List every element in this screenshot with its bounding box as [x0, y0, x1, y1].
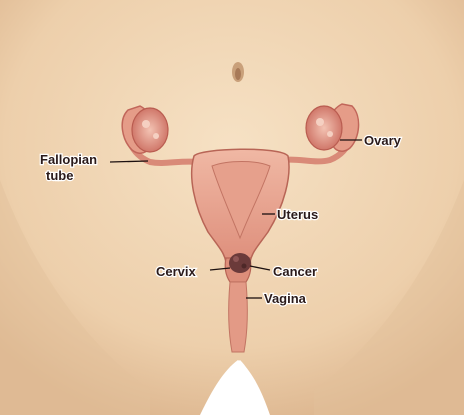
label-uterus: Uterus: [277, 207, 318, 222]
label-fallopian-line1: Fallopian: [40, 152, 97, 167]
label-cancer: Cancer: [273, 264, 317, 279]
ovary-left: [132, 108, 168, 152]
label-vagina: Vagina: [264, 291, 307, 306]
label-fallopian-line2: tube: [46, 168, 73, 183]
cancer-tumor: [229, 253, 251, 273]
label-ovary: Ovary: [364, 133, 402, 148]
ovary-right: [306, 106, 342, 150]
label-cervix: Cervix: [156, 264, 197, 279]
vagina: [229, 282, 248, 352]
